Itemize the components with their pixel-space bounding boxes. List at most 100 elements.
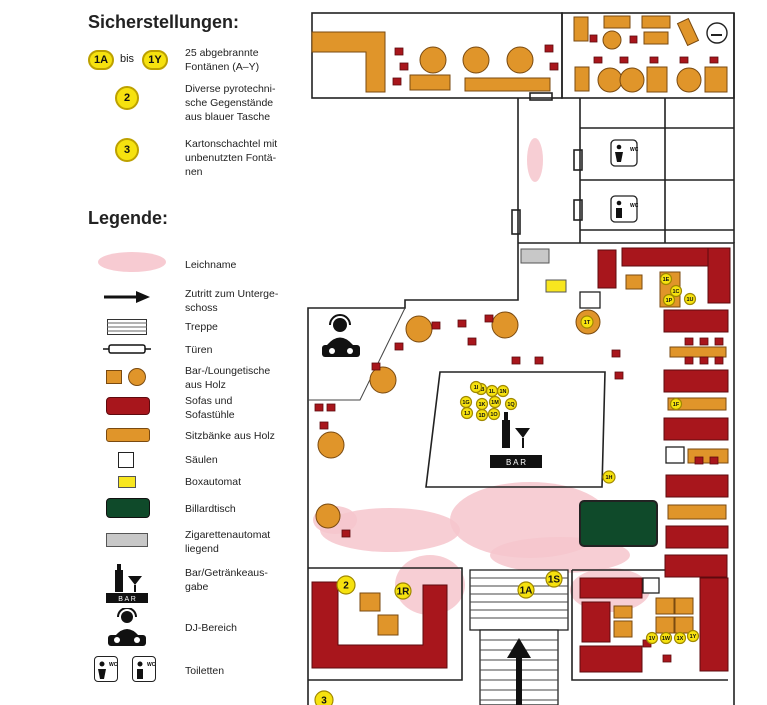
evidence-marker	[469, 380, 483, 394]
plan-wc-icons: WC WC	[610, 139, 639, 223]
evidence-marker-label: 1E	[663, 277, 670, 283]
evidence-marker-label: 1A	[520, 586, 533, 597]
legend-label-benches: Sitzbänke aus Holz	[185, 430, 275, 442]
evidence-marker	[314, 690, 334, 705]
stairs-icon	[107, 319, 147, 335]
evidence-marker-label: 3	[321, 696, 327, 705]
evidence-marker-label: 1C	[672, 289, 679, 295]
legend-label-stairs: Treppe	[185, 321, 218, 333]
pillar-swatch	[118, 452, 134, 468]
evidence-marker	[686, 629, 700, 643]
legend-label-pillars: Säulen	[185, 454, 218, 466]
wood-table-round-swatch	[128, 368, 146, 386]
plan-wc-label-1: WC	[630, 147, 639, 153]
legend-label-access: Zutritt zum Unterge- schoss	[185, 288, 279, 314]
evidence-marker	[475, 397, 489, 411]
evidence-marker	[602, 470, 616, 484]
evidence-marker	[645, 631, 659, 645]
legend-label-bar: Bar/Getränkeaus- gabe	[185, 567, 268, 593]
evidence-marker-label: 1P	[666, 298, 673, 304]
evidence-marker	[504, 397, 518, 411]
legend-label-doors: Türen	[185, 344, 213, 356]
bar-icon: B A R	[106, 564, 148, 603]
evidence-marker	[336, 575, 356, 595]
plan-markers: 1A1B1C1D1E1F1G1H1I1J1K1L1M1N1O1P1Q1R1S1T…	[314, 272, 700, 705]
legend-label-dj: DJ-Bereich	[185, 622, 237, 634]
legend-label-billiard: Billardtisch	[185, 503, 236, 515]
evidence-marker	[487, 407, 501, 421]
evidence-marker	[545, 570, 563, 588]
plan-bar-icon: B A R	[490, 412, 542, 468]
evidence-marker-label: 1J	[464, 411, 470, 417]
evidence-marker-label: 1N	[499, 389, 506, 395]
billiard-swatch	[106, 498, 150, 518]
evidence-marker	[488, 395, 502, 409]
wc-icon: WC	[132, 656, 156, 682]
bottom-right-room	[579, 554, 729, 673]
top-left-furniture	[311, 31, 559, 93]
evidence-marker	[659, 631, 673, 645]
evidence-badge: 1A	[88, 50, 114, 70]
arrow-icon	[104, 291, 150, 303]
legend-bar-label: B A R	[118, 596, 136, 603]
legend-label-tables: Bar-/Loungetische aus Holz	[185, 365, 271, 391]
evidence-marker-label: 1I	[474, 385, 479, 391]
evidence-marker-label: 1O	[490, 412, 498, 418]
boxing-swatch	[118, 476, 136, 488]
evidence-marker	[673, 631, 687, 645]
evidence-marker-label: 1Q	[507, 402, 515, 408]
plan-dj-area	[322, 314, 360, 357]
bench-swatch	[106, 428, 150, 442]
evidence-marker-label: 1V	[649, 636, 656, 642]
evidence-connector: bis	[120, 53, 135, 65]
evidence-marker-label: 1K	[478, 402, 485, 408]
evidence-marker-label: 1M	[491, 400, 499, 406]
bottom-left-room	[311, 581, 448, 669]
evidence-marker-label: 1F	[673, 402, 680, 408]
evidence-badge: 1Y	[142, 50, 168, 70]
evidence-marker	[659, 272, 673, 286]
section-title-legende: Legende:	[88, 208, 169, 228]
legend-label-body: Leichname	[185, 259, 237, 271]
evidence-marker	[683, 292, 697, 306]
evidence-marker	[669, 284, 683, 298]
section-title-sicherstellungen: Sicherstellungen:	[88, 12, 240, 32]
evidence-marker-label: 1X	[677, 636, 684, 642]
legend-body-swatch	[98, 252, 166, 272]
wood-table-square-swatch	[106, 370, 122, 384]
top-right-furniture	[573, 15, 728, 93]
evidence-text: Kartonschachtel mit unbenutzten Fontä- n…	[185, 138, 278, 178]
legend-label-wc: Toiletten	[185, 665, 225, 677]
evidence-marker	[662, 293, 676, 307]
evidence-marker-label: 1L	[489, 389, 496, 395]
evidence-marker	[580, 315, 594, 329]
evidence-marker	[669, 397, 683, 411]
evidence-marker	[394, 582, 412, 600]
evidence-marker	[496, 384, 510, 398]
evidence-marker-label: 1Y	[690, 634, 697, 640]
wc-icon: WC	[94, 656, 118, 682]
evidence-marker-label: 1G	[462, 400, 469, 406]
legend-label-sofas: Sofas und Sofastühle	[185, 395, 235, 421]
door-icon	[103, 344, 151, 354]
evidence-badge: 3	[115, 138, 139, 162]
evidence-marker	[517, 581, 535, 599]
legend-wc-label-male: WC	[147, 662, 155, 668]
evidence-marker-label: 1U	[686, 297, 693, 303]
evidence-marker-label: 1T	[584, 320, 591, 326]
evidence-marker-label: 1D	[478, 413, 485, 419]
legend-wc-label-female: WC	[109, 662, 117, 668]
dj-icon	[108, 608, 146, 646]
plan-wc-label-2: WC	[630, 203, 639, 209]
plan-bar-label: B A R	[506, 458, 526, 467]
evidence-text: Diverse pyrotechni- sche Gegenstände aus…	[185, 83, 276, 123]
evidence-marker-label: 1H	[605, 475, 612, 481]
evidence-badge: 2	[115, 86, 139, 110]
cig-machine-swatch	[106, 533, 148, 547]
evidence-marker	[460, 406, 474, 420]
legend-label-cig: Zigarettenautomat liegend	[185, 529, 271, 555]
evidence-marker-label: 2	[343, 581, 349, 592]
evidence-marker-label: 1S	[548, 575, 561, 586]
walls	[307, 12, 735, 705]
